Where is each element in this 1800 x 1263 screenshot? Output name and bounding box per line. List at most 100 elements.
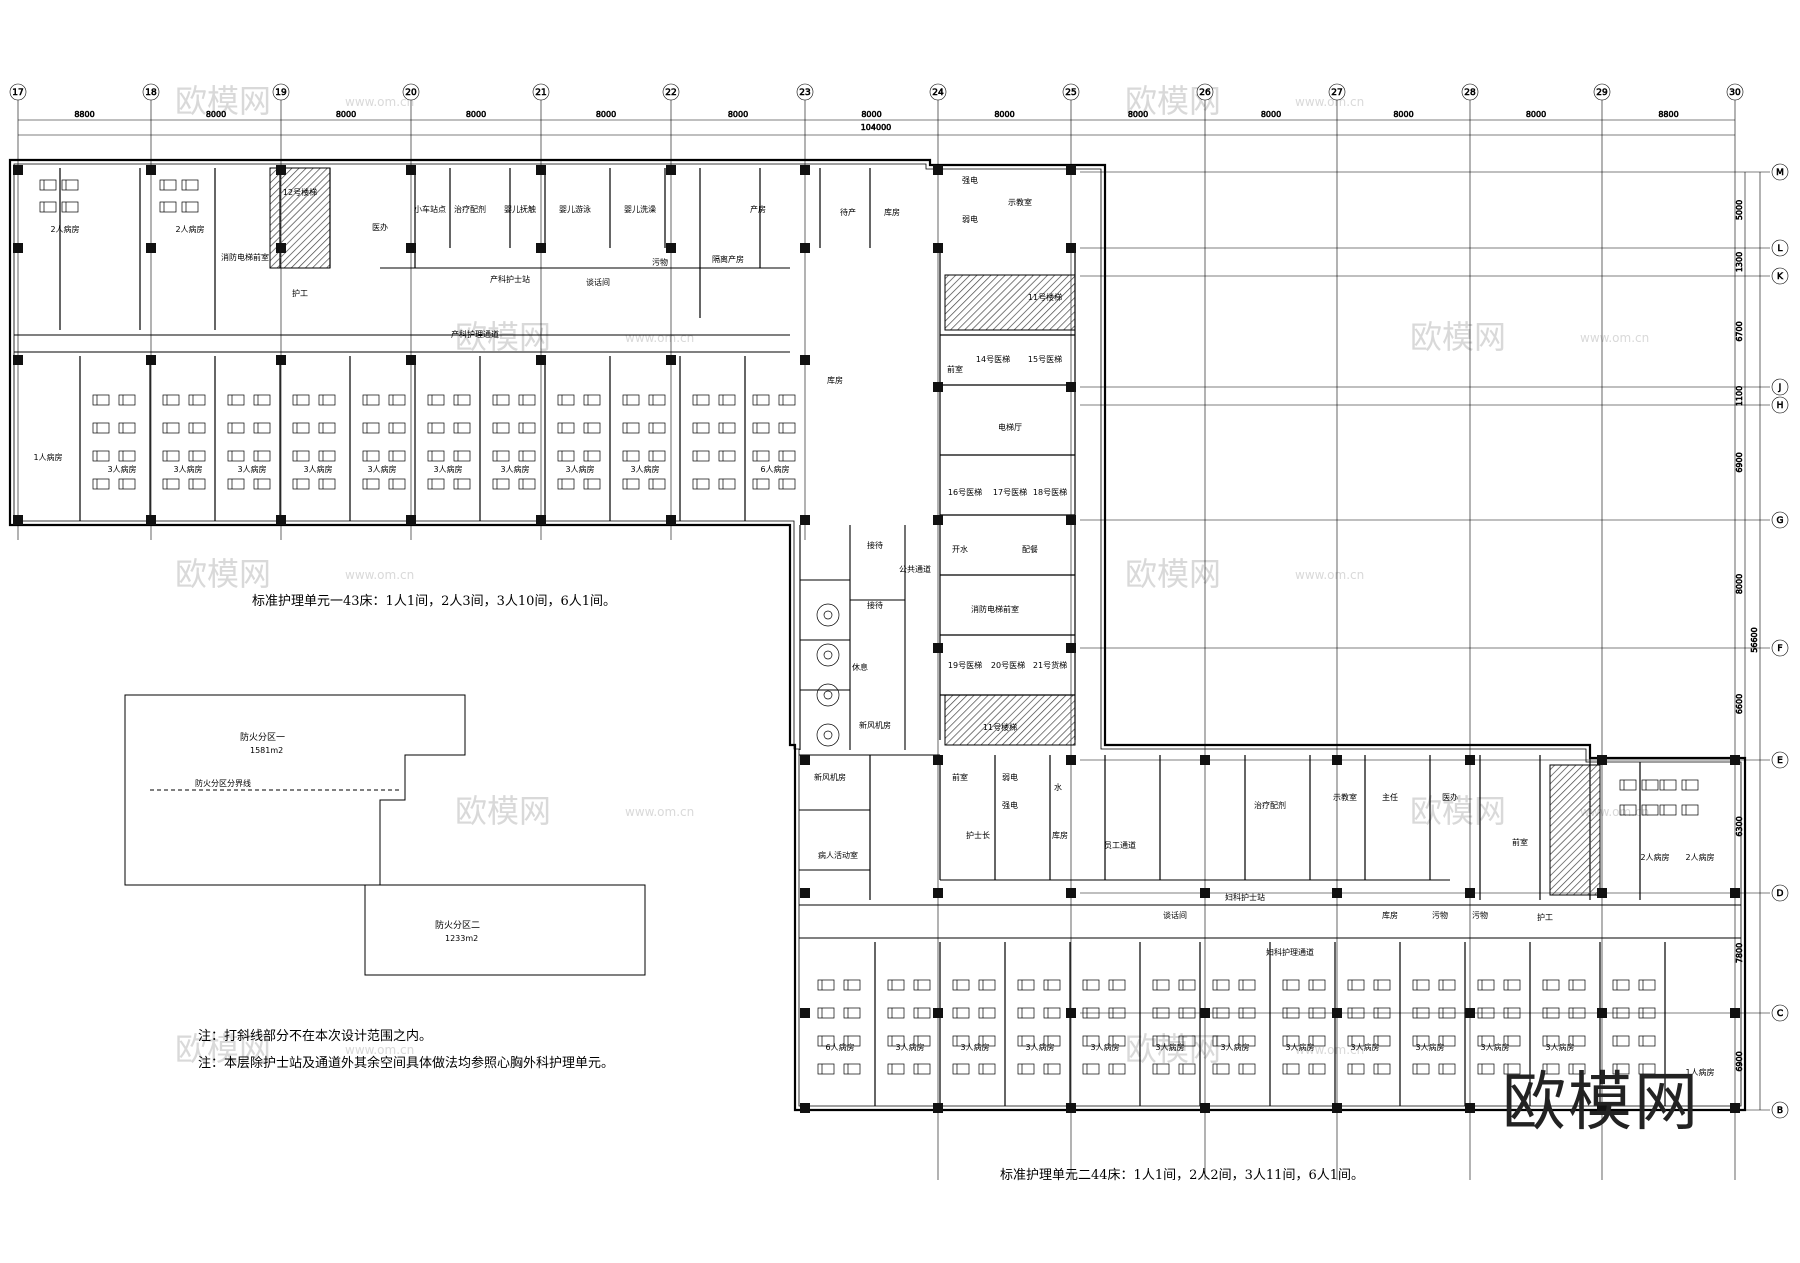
bed [1347,1007,1365,1019]
bed [92,422,110,434]
bed [692,394,710,406]
bed [492,478,510,490]
bed [1503,1007,1521,1019]
bed [253,450,271,462]
dim-text-col: 8800 [74,110,94,119]
bed [388,394,406,406]
dim-text-col: 8800 [1658,110,1678,119]
bed [1641,804,1659,816]
bed [817,1063,835,1075]
column [536,165,546,175]
room-label: 水 [1054,782,1062,792]
bed [162,450,180,462]
bed [1017,1063,1035,1075]
bed [752,394,770,406]
room-label: 6人病房 [760,464,789,474]
bed [913,979,931,991]
bed [1282,1035,1300,1047]
bed [1612,979,1630,991]
bed [253,478,271,490]
bed [913,1063,931,1075]
room-label: 婴儿抚触 [504,204,536,214]
bed [318,422,336,434]
room-label: 3人病房 [1545,1042,1574,1052]
bed [159,179,177,191]
bed [1568,1035,1586,1047]
watermark-url: www.om.cn [1580,331,1649,345]
bed [227,478,245,490]
column [933,888,943,898]
grid-bubble-row [1771,639,1789,657]
bed [622,394,640,406]
brand-logo: 欧模网 [1502,1066,1700,1140]
hatched-areas [269,167,1601,896]
bed [1043,1035,1061,1047]
column [1332,888,1342,898]
room-label: 库房 [884,207,900,217]
room-label: 隔离产房 [712,254,744,264]
dim-text-col: 8000 [1261,110,1281,119]
room-label: 3人病房 [1220,1042,1249,1052]
room-label: 护士长 [966,830,990,840]
dim-text-row: 7800 [1735,943,1744,963]
bed [427,394,445,406]
bed [492,422,510,434]
bed [61,179,79,191]
structural-columns [13,165,1740,1113]
dim-text-row: 6700 [1735,321,1744,341]
grid-label-col: 22 [665,88,676,98]
dim-text-col: 8000 [861,110,881,119]
grid-label-row: M [1776,168,1784,178]
dim-text-row: 6300 [1735,816,1744,836]
bed [1373,979,1391,991]
dim-text-col: 8000 [1128,110,1148,119]
room-label: 3人病房 [630,464,659,474]
bed [887,1035,905,1047]
grid-label-row: C [1777,1009,1783,1019]
room-label: 强电 [962,175,978,185]
column [1597,888,1607,898]
column [800,165,810,175]
bed [253,394,271,406]
bed [118,450,136,462]
fire-zone-diagram [124,694,646,976]
column [13,243,23,253]
column [146,165,156,175]
column [666,165,676,175]
bed [362,394,380,406]
grid-bubble-col [1461,83,1479,101]
room-label: 3人病房 [1285,1042,1314,1052]
watermark-text: 欧模网 [175,1030,271,1068]
room-label: 治疗配剂 [1254,800,1286,810]
grid-label-col: 17 [12,88,23,98]
column [1465,1008,1475,1018]
bed [817,1035,835,1047]
grid-bubble-col [1328,83,1346,101]
grid-label-col: 20 [405,88,417,98]
column [1465,1103,1475,1113]
column [933,515,943,525]
room-label: 3人病房 [1025,1042,1054,1052]
bed [778,478,796,490]
bed [518,422,536,434]
dim-text-row: 8000 [1735,574,1744,594]
column [536,515,546,525]
room-label: 员工通道 [1104,840,1136,850]
bed [1438,1007,1456,1019]
grid-label-row: D [1777,889,1784,899]
grid-bubble-col [662,83,680,101]
bed [718,394,736,406]
room-label: 弱电 [962,214,978,224]
round-table [816,683,840,707]
bed [1308,1035,1326,1047]
bed [1477,979,1495,991]
bed [1412,1063,1430,1075]
bed [557,422,575,434]
room-label: 19号医梯 [948,660,982,670]
bed [1308,1063,1326,1075]
bed [1659,804,1677,816]
grid-bubble-col [1726,83,1744,101]
column [933,1103,943,1113]
bed [362,422,380,434]
column [933,382,943,392]
